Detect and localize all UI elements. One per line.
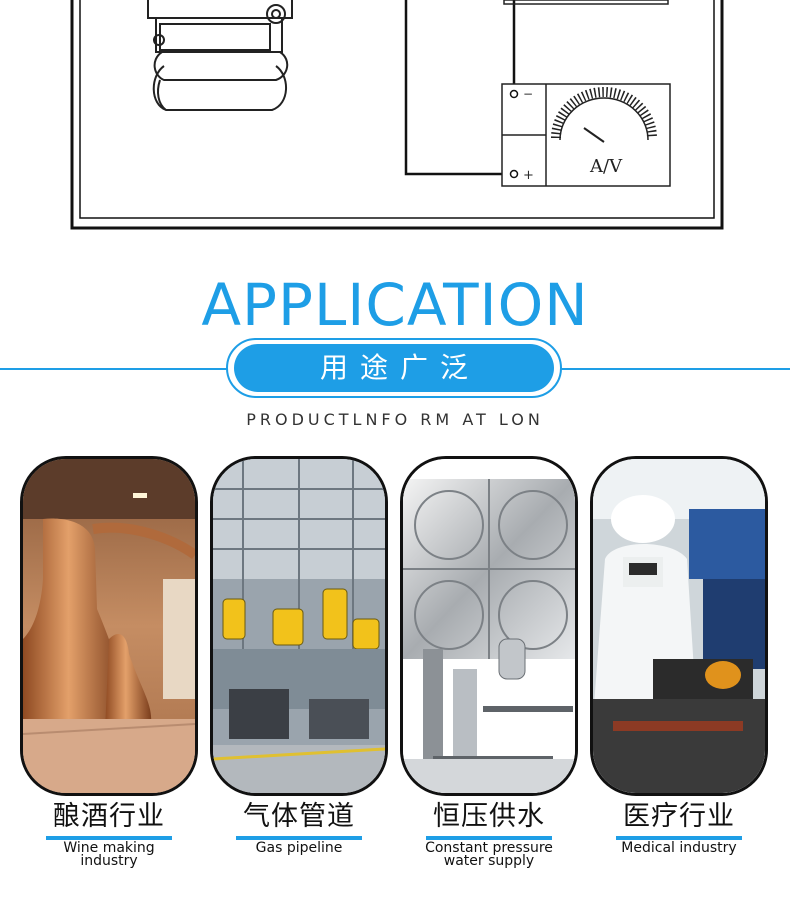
meter-label: A/V: [589, 156, 623, 177]
caption-underline: [616, 836, 742, 840]
caption-line: Medical industry: [621, 840, 737, 856]
caption-water-cn: 恒压供水: [433, 801, 545, 832]
caption-medical-en: Medical industry: [590, 840, 768, 856]
caption-line: industry: [80, 853, 138, 869]
meter-icon: [501, 83, 671, 187]
section-title: APPLICATION: [201, 271, 589, 339]
caption-water-en: Constant pressure water supply: [400, 840, 578, 869]
winery-image: [23, 459, 195, 793]
caption-winery-cn: 酿酒行业: [53, 801, 165, 832]
caption-gas-en: Gas pipeline: [210, 840, 388, 856]
medical-lab-image: [593, 459, 765, 793]
caption-line: water supply: [443, 853, 535, 869]
caption-underline: [426, 836, 552, 840]
caption-line: Constant pressure: [425, 840, 553, 856]
caption-underline: [236, 836, 362, 840]
divider-left: [0, 368, 232, 370]
wiring-diagram: − + A/V: [70, 0, 724, 230]
caption-gas-cn: 气体管道: [243, 801, 355, 832]
divider-right: [558, 368, 790, 370]
caption-medical-cn: 医疗行业: [623, 801, 735, 832]
terminal-plus-label: +: [523, 168, 534, 183]
medical-lab-image-card: [590, 456, 768, 796]
caption-underline: [46, 836, 172, 840]
factory-image: [213, 459, 385, 793]
caption-line: Wine making: [63, 840, 155, 856]
factory-image-card: [210, 456, 388, 796]
water-tank-image: [403, 459, 575, 793]
transmitter-icon: [147, 0, 293, 111]
caption-winery-en: Wine making industry: [20, 840, 198, 869]
water-tank-image-card: [400, 456, 578, 796]
winery-image-card: [20, 456, 198, 796]
terminal-minus-label: −: [523, 87, 533, 101]
title-pill: 用途广泛: [234, 344, 554, 392]
caption-line: Gas pipeline: [255, 840, 343, 856]
section-subtitle: PRODUCTLNFO RM AT LON: [246, 410, 544, 429]
